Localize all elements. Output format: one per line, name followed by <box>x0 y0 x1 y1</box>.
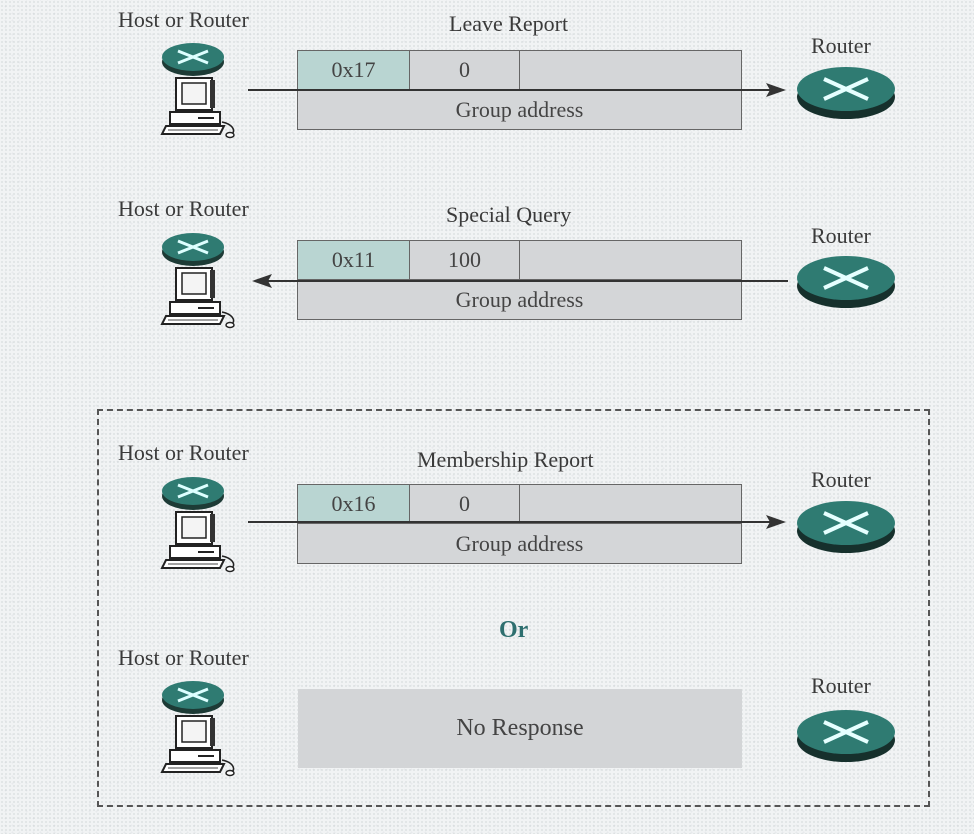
type-field: 0x16 <box>298 485 410 524</box>
left-device-label: Host or Router <box>118 196 249 221</box>
message-title: Special Query <box>446 202 572 227</box>
message-title: Leave Report <box>449 11 569 36</box>
router-icon <box>796 65 897 121</box>
arrow-left-icon <box>252 274 788 288</box>
arrow-right-icon <box>248 83 786 97</box>
host-computer-icon <box>160 231 236 329</box>
group-address-field: Group address <box>455 96 584 122</box>
response-time-field: 0 <box>410 51 520 90</box>
right-device-label: Router <box>811 33 871 58</box>
right-device-label: Router <box>811 223 871 248</box>
host-computer-icon <box>160 475 236 573</box>
checksum-field <box>520 485 741 524</box>
response-time-field: 100 <box>410 241 520 280</box>
packet-membership-report: 0x16 0 Group address <box>297 484 742 564</box>
type-field: 0x17 <box>298 51 410 90</box>
router-icon <box>796 708 897 764</box>
left-device-label: Host or Router <box>118 645 249 670</box>
arrow-right-icon <box>248 515 786 529</box>
left-device-label: Host or Router <box>118 7 249 32</box>
no-response-box: No Response <box>298 689 742 768</box>
or-separator: Or <box>499 617 529 643</box>
packet-leave-report: 0x17 0 Group address <box>297 50 742 130</box>
left-device-label: Host or Router <box>118 440 249 465</box>
type-field: 0x11 <box>298 241 410 280</box>
router-icon <box>796 499 897 555</box>
message-title: Membership Report <box>417 447 594 472</box>
router-icon <box>796 254 897 310</box>
response-time-field: 0 <box>410 485 520 524</box>
host-computer-icon <box>160 679 236 777</box>
group-address-field: Group address <box>455 530 584 556</box>
group-address-field: Group address <box>455 286 584 312</box>
checksum-field <box>520 241 741 280</box>
right-device-label: Router <box>811 673 871 698</box>
response-options-box <box>97 409 930 807</box>
right-device-label: Router <box>811 467 871 492</box>
host-computer-icon <box>160 41 236 139</box>
